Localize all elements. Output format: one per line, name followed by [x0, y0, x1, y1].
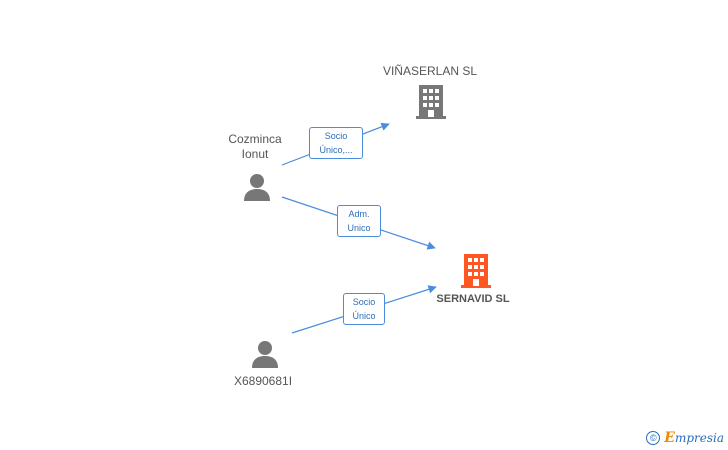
edge-label-line2: Único,... [319, 145, 353, 155]
person-icon[interactable] [242, 172, 272, 207]
edge-label-socio-unico-1[interactable]: Socio Único,... [309, 127, 363, 159]
edge-label-line2: Unico [347, 223, 371, 233]
edge-label-line2: Único [352, 311, 376, 321]
edge-label-socio-unico-2[interactable]: Socio Único [343, 293, 385, 325]
person-icon[interactable] [250, 339, 280, 374]
edge-label-line1: Socio [352, 297, 376, 307]
edge-label-line1: Adm. [348, 209, 370, 219]
building-icon[interactable] [461, 253, 491, 294]
brand-logo: Empresia [664, 430, 724, 446]
person-label-cozminca[interactable]: Cozminca Ionut [215, 132, 295, 162]
brand-footer: © Empresia [646, 430, 724, 446]
copyright-icon: © [646, 431, 661, 445]
building-icon[interactable] [416, 84, 446, 125]
person-label-line2: Ionut [241, 147, 269, 161]
edge-label-line1: Socio [324, 131, 348, 141]
company-label-sernavid[interactable]: SERNAVID SL [436, 293, 510, 305]
edge-label-adm-unico[interactable]: Adm. Unico [337, 205, 381, 237]
company-label-vinaserlan[interactable]: VIÑASERLAN SL [382, 64, 478, 78]
person-label-x6890681[interactable]: X6890681I [233, 374, 293, 388]
person-label-line1: Cozminca [228, 132, 282, 146]
